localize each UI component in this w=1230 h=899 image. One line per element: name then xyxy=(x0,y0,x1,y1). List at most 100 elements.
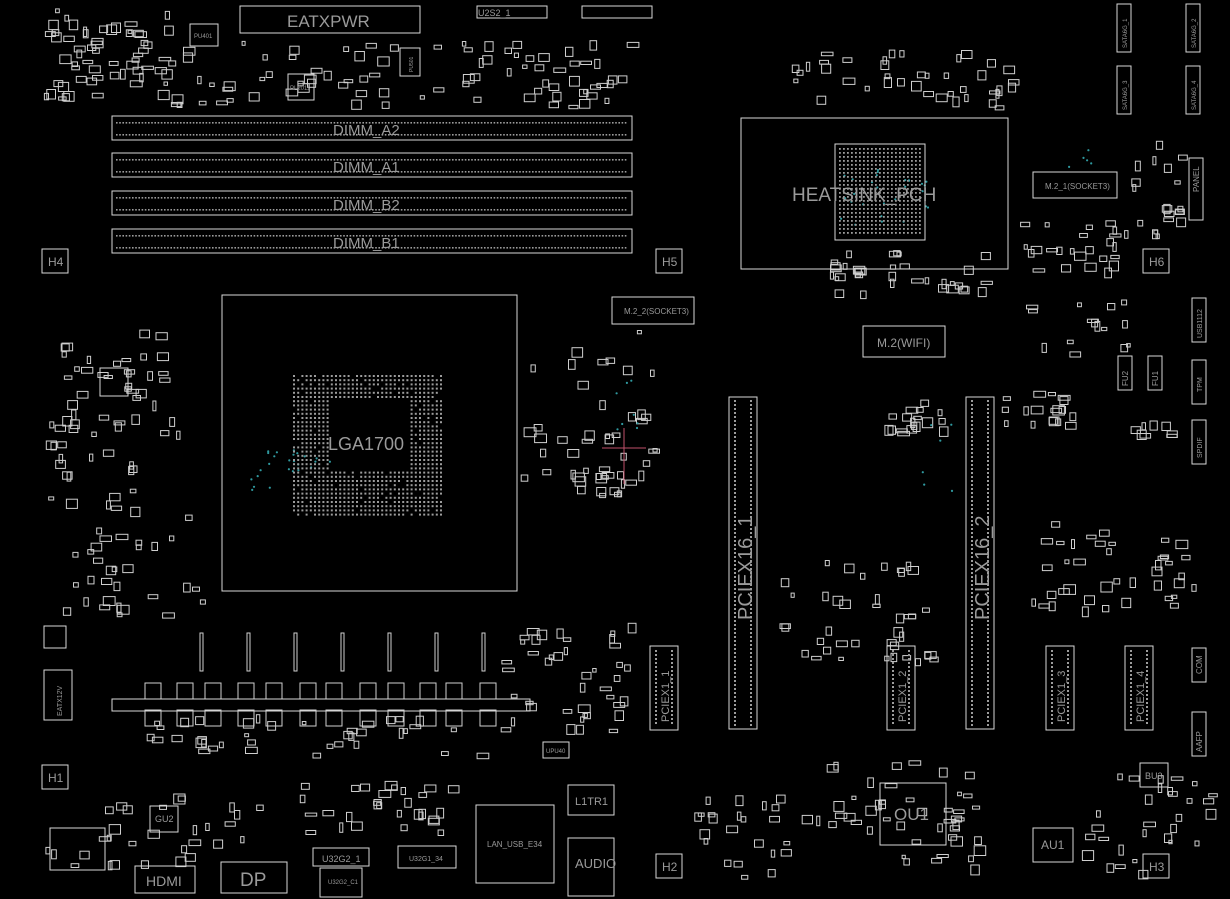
smd-part xyxy=(597,358,609,366)
dimm-pin xyxy=(192,122,195,124)
smd-part xyxy=(73,582,79,588)
dimm-pin xyxy=(311,247,313,249)
dimm-pin xyxy=(532,159,534,161)
dimm-pin xyxy=(468,247,470,249)
dimm-pin xyxy=(320,171,323,173)
cpu-land xyxy=(297,379,300,382)
cpu-land xyxy=(431,408,434,411)
dimm-pin xyxy=(330,122,332,124)
dimm-pin xyxy=(551,171,553,173)
smd-part xyxy=(108,824,121,835)
smd-part xyxy=(389,44,399,52)
dimm-pin xyxy=(388,247,390,249)
cpu-land xyxy=(293,467,295,470)
cpu-land xyxy=(431,379,434,382)
gu2-label: GU2 xyxy=(155,814,174,824)
smd-part xyxy=(197,75,202,85)
cpu-land xyxy=(419,396,421,398)
dimm-pin xyxy=(215,122,217,124)
dimm-pin xyxy=(621,247,624,249)
pch-ball xyxy=(911,180,913,182)
dimm-pin xyxy=(138,247,140,249)
pcie-pin xyxy=(971,512,973,514)
vrm-choke xyxy=(479,709,497,727)
pcie-pin xyxy=(971,536,973,538)
smd-part xyxy=(183,46,196,56)
pch-ball xyxy=(863,180,865,182)
cpu-land xyxy=(297,429,300,432)
pch-ball xyxy=(867,184,869,186)
pcie-pin xyxy=(734,460,736,462)
smd-part xyxy=(504,47,512,54)
pch-ball xyxy=(899,232,901,234)
cpu-land xyxy=(339,383,342,386)
dimm-pin xyxy=(247,134,249,136)
smd-part xyxy=(606,694,615,700)
smd-part xyxy=(601,472,615,479)
pcie-pin xyxy=(750,572,752,574)
dimm-pin xyxy=(250,134,252,136)
vrm-choke xyxy=(387,682,405,700)
cpu-land xyxy=(419,467,421,470)
pcie-pin xyxy=(734,664,736,666)
pch-ball xyxy=(839,168,841,170)
dimm-pin xyxy=(138,171,140,173)
smd-part xyxy=(614,710,624,721)
pcie-pin xyxy=(1130,650,1132,652)
cpu-land xyxy=(435,496,438,499)
dimm-pin xyxy=(394,197,396,199)
pch-ball xyxy=(863,160,865,162)
pch-ball xyxy=(879,224,881,226)
via xyxy=(635,426,639,430)
smd-part xyxy=(1194,840,1200,847)
pch-ball xyxy=(859,196,861,198)
dimm-pin xyxy=(189,122,192,124)
pcie-pin xyxy=(750,724,752,726)
dimm-pin xyxy=(333,209,336,211)
dimm-pin xyxy=(532,171,534,173)
cpu-land xyxy=(435,442,438,445)
cpu-land xyxy=(351,484,354,487)
pch-ball xyxy=(871,212,873,214)
pcie-pin xyxy=(1130,674,1132,676)
dimm-pin xyxy=(538,134,540,136)
pcie-pin xyxy=(987,664,989,666)
dimm-pin xyxy=(455,122,457,124)
pcie-pin xyxy=(734,432,736,434)
dimm-pin xyxy=(135,235,137,237)
pch-ball xyxy=(891,160,893,162)
pcie-pin xyxy=(655,706,657,708)
cpu-land xyxy=(351,505,354,508)
pch-ball xyxy=(843,176,845,178)
pch-ball xyxy=(863,156,865,158)
dimm-pin xyxy=(484,235,486,237)
cpu-land xyxy=(309,438,312,440)
pch-ball xyxy=(839,176,841,178)
cpu-land xyxy=(427,446,430,449)
pcie-pin xyxy=(971,484,973,486)
smd-part xyxy=(395,716,404,723)
smd-part xyxy=(110,505,123,511)
dimm-pin xyxy=(205,134,208,136)
dimm-pin xyxy=(170,209,172,211)
smd-part xyxy=(183,582,191,593)
smd-part xyxy=(922,607,930,613)
cpu-land xyxy=(389,387,392,390)
pcie-pin xyxy=(734,700,736,702)
smd-part xyxy=(1144,794,1153,805)
dimm-pin xyxy=(138,209,140,211)
dimm-pin xyxy=(135,247,137,249)
pch-ball xyxy=(919,168,921,170)
dimm-pin xyxy=(269,122,272,124)
pcie-pin xyxy=(987,460,989,462)
smd-part xyxy=(147,829,160,839)
cpu-land xyxy=(372,509,375,512)
pcie-pin xyxy=(1067,650,1069,652)
pcie-pin xyxy=(1067,658,1069,660)
smd-part xyxy=(151,736,164,744)
dimm-pin xyxy=(157,209,160,211)
dimm-pin xyxy=(442,171,444,173)
pcie-pin xyxy=(750,668,752,670)
cpu-land xyxy=(322,404,325,407)
cpu-land xyxy=(343,488,346,491)
